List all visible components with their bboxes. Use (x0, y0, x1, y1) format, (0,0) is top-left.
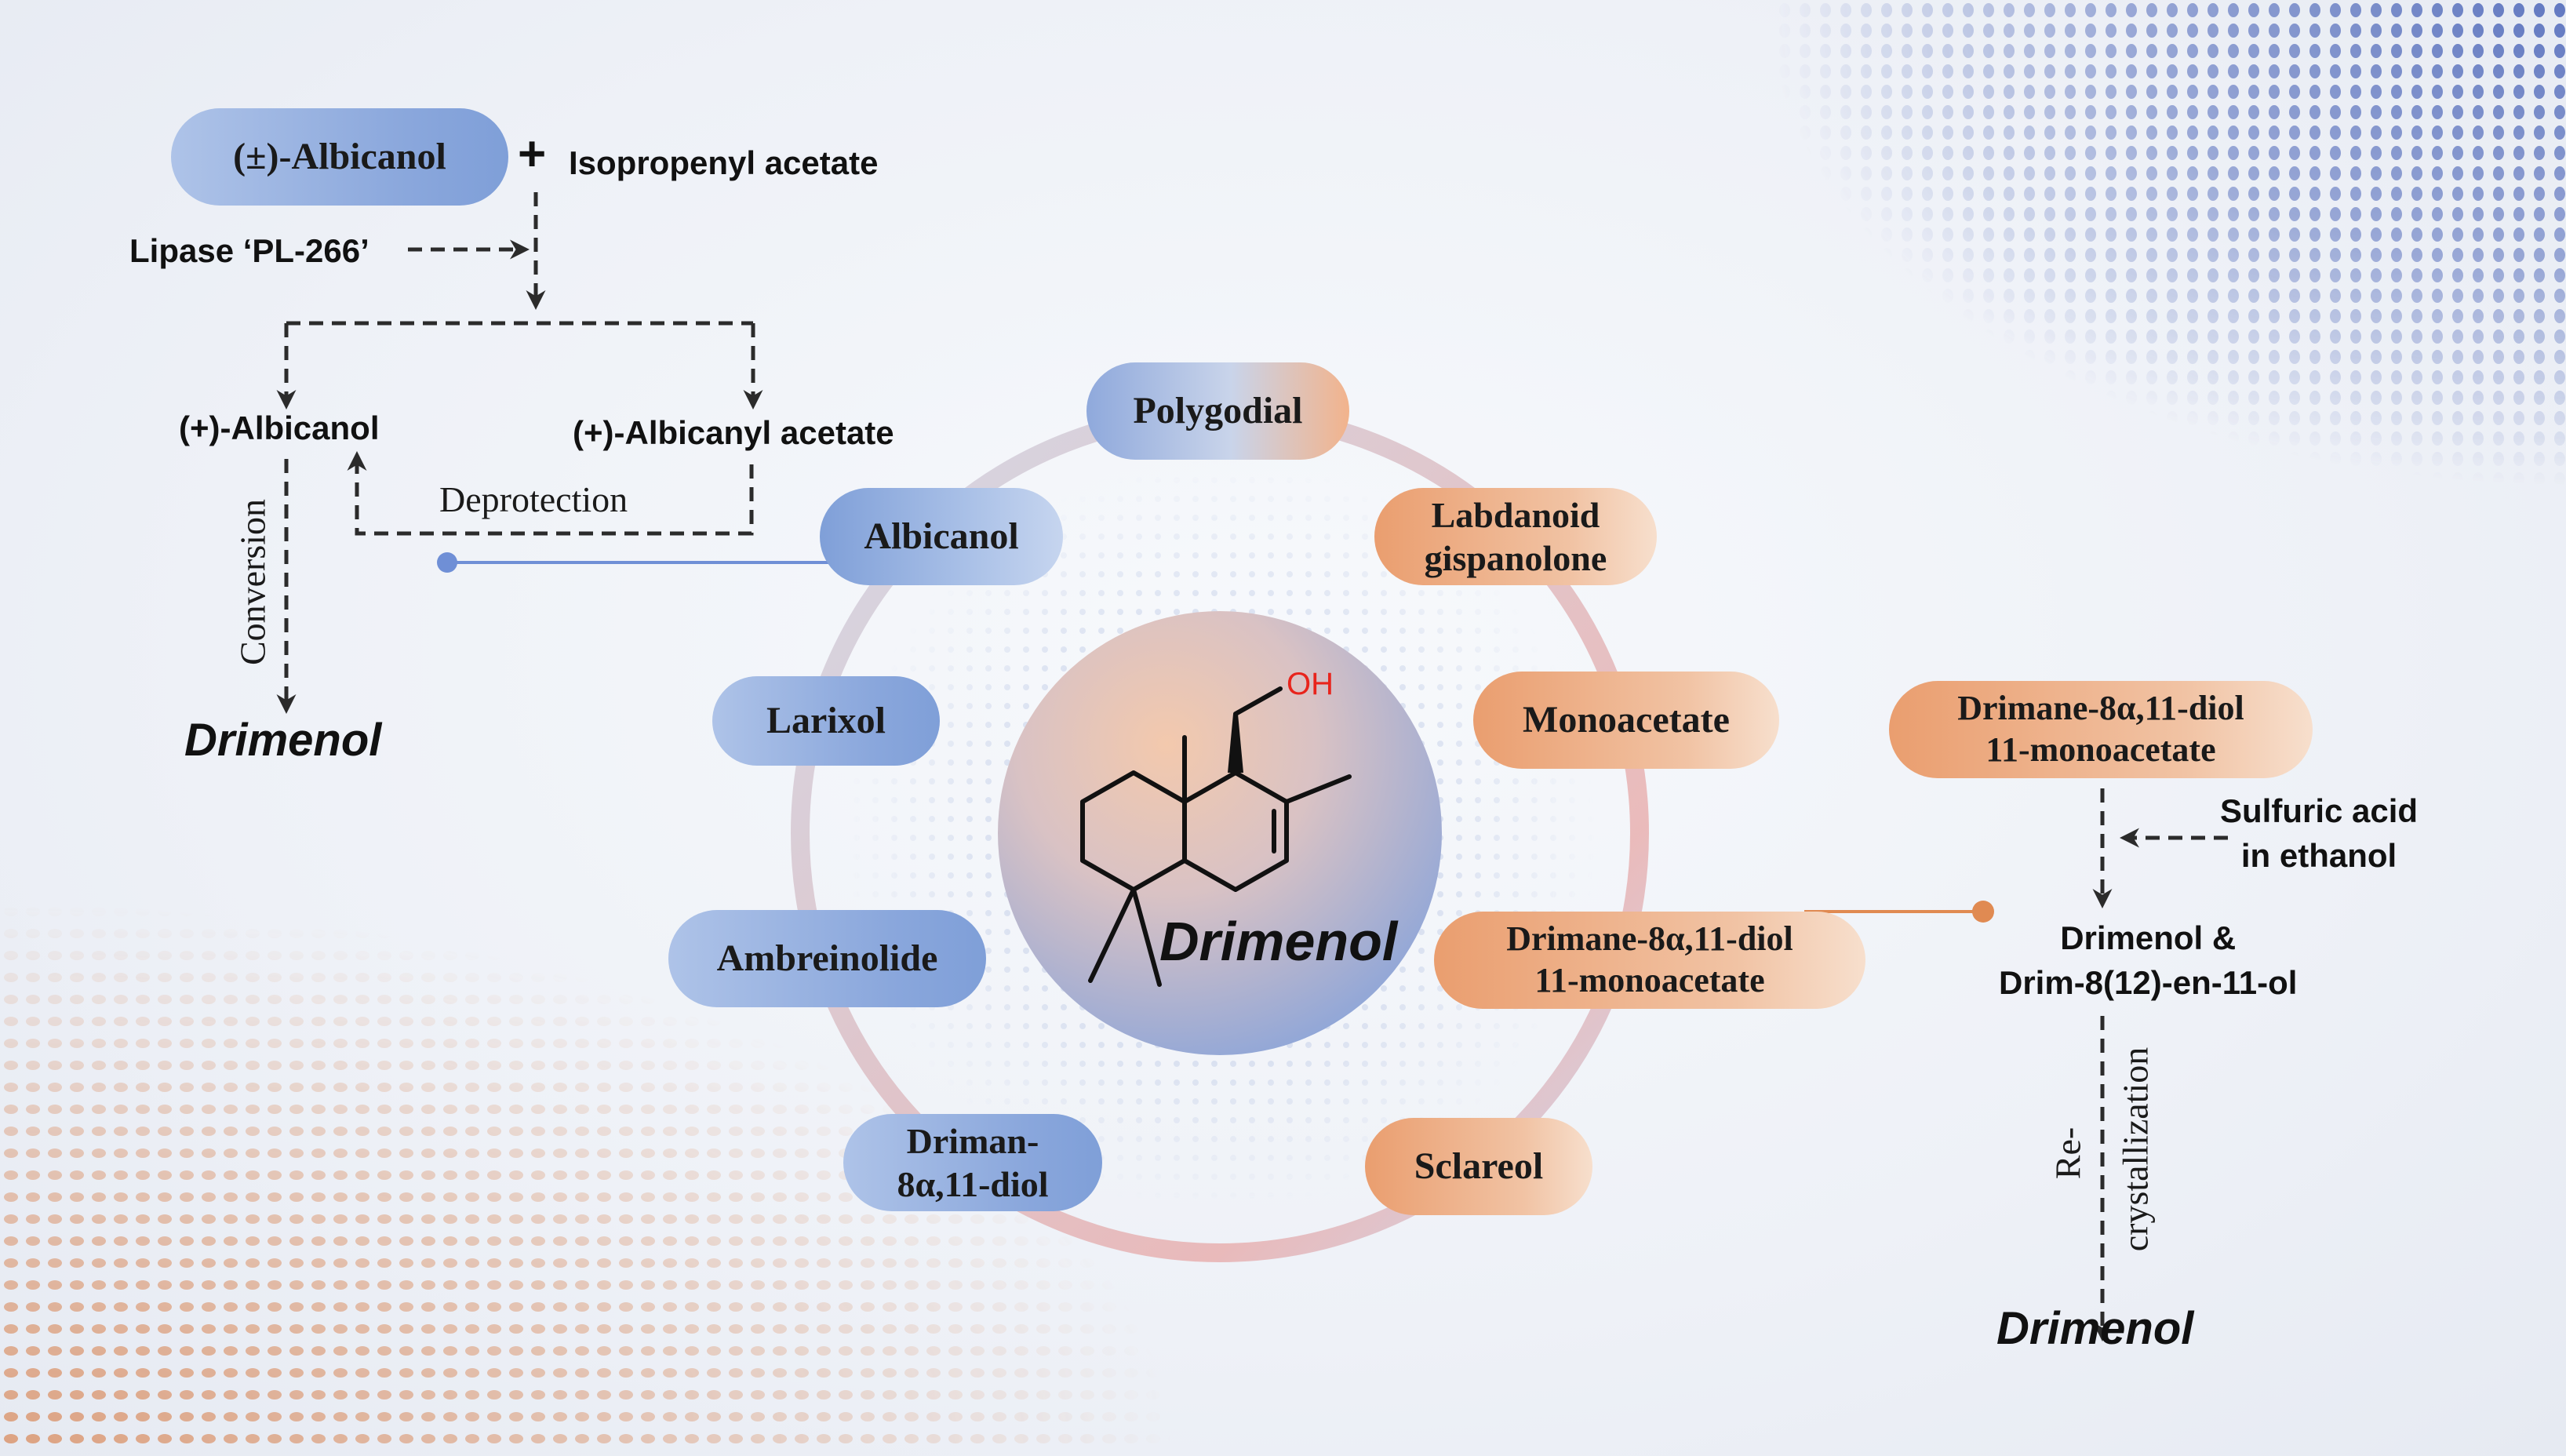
right-intermediate: Drimenol & Drim-8(12)-en-11-ol (1999, 916, 2297, 1005)
right-start-line2: 11-monoacetate (1985, 730, 2216, 769)
pill-drimane-monoacetate-line1: Drimane-8α,11-diol (1506, 919, 1793, 959)
right-final-drimenol: Drimenol (1996, 1303, 2194, 1354)
right-route-arrows (2092, 788, 2228, 1341)
pill-ambreinolide: Ambreinolide (668, 910, 986, 1007)
right-reagent: Sulfuric acid in ethanol (2220, 789, 2418, 878)
connector-albicanol (437, 552, 851, 573)
center-core (998, 611, 1442, 1055)
reagent-isopropenyl-acetate: Isopropenyl acetate (569, 144, 879, 181)
right-reagent-line1: Sulfuric acid (2220, 792, 2419, 829)
right-reagent-line2: in ethanol (2240, 836, 2397, 874)
pill-labdanoid-line1: Labdanoid (1431, 494, 1600, 535)
right-intermediate-line2: Drim-8(12)-en-11-ol (1999, 963, 2298, 1001)
left-route-arrows (276, 192, 763, 714)
right-start-pill: Drimane-8α,11-diol 11-monoacetate (1889, 681, 2313, 778)
product-plus-albicanol: (+)-Albicanol (179, 410, 380, 446)
pill-drimane-monoacetate: Drimane-8α,11-diol 11-monoacetate (1434, 912, 1865, 1009)
pill-monoacetate: Monoacetate (1473, 672, 1779, 769)
enzyme-lipase: Lipase ‘PL-266’ (129, 232, 369, 269)
pill-labdanoid-line2: gispanolone (1424, 538, 1607, 578)
wedge-bond (1228, 714, 1243, 773)
center-title: Drimenol (1159, 911, 1398, 972)
plus-sign: + (518, 127, 547, 181)
pill-larixol: Larixol (712, 676, 940, 766)
dot-field-top-right (1765, 0, 2566, 486)
conversion-label: Conversion (232, 498, 273, 666)
left-final-drimenol: Drimenol (184, 715, 382, 766)
pill-sclareol: Sclareol (1365, 1118, 1592, 1215)
left-start-pill: (±)-Albicanol (171, 108, 508, 206)
step-recrystallization-2: crystallization (2115, 1046, 2156, 1252)
deprotection-label: Deprotection (439, 479, 628, 519)
pill-polygodial: Polygodial (1086, 362, 1349, 460)
pill-labdanoid: Labdanoid gispanolone (1374, 488, 1657, 585)
right-intermediate-line1: Drimenol & (2060, 919, 2237, 956)
right-start-line1: Drimane-8α,11-diol (1957, 689, 2244, 728)
step-recrystallization-1: Re- (2047, 1127, 2088, 1180)
pill-albicanol: Albicanol (820, 488, 1063, 585)
connector-monoacetate (1804, 901, 1994, 923)
pill-drimandiol: Driman- 8α,11-diol (843, 1114, 1102, 1211)
pill-drimandiol-line2: 8α,11-diol (897, 1164, 1049, 1204)
pill-drimane-monoacetate-line2: 11-monoacetate (1534, 961, 1765, 999)
product-albicanyl-acetate: (+)-Albicanyl acetate (573, 414, 894, 451)
pill-drimandiol-line1: Driman- (906, 1120, 1039, 1161)
oh-label: OH (1287, 667, 1334, 701)
